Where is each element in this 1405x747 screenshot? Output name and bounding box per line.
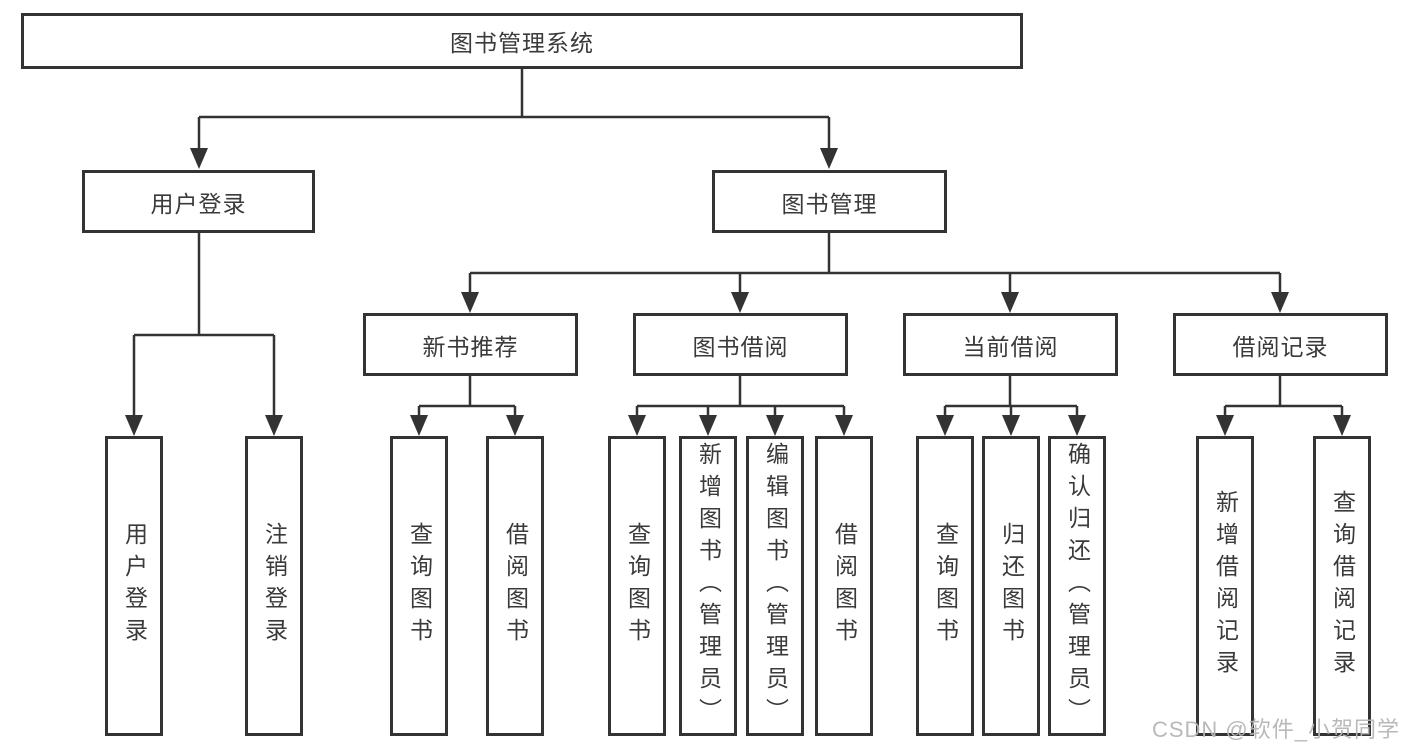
node-current-borrowing-label: 当前借阅 — [962, 333, 1059, 360]
leaf-logout-label: 注销登录 — [261, 522, 288, 650]
node-book-management: 图书管理 — [712, 170, 947, 233]
leaf-borrowing-add-books: 新增图书（管理员） — [679, 436, 737, 736]
leaf-records-query-record: 查询借阅记录 — [1313, 436, 1371, 736]
node-user-login: 用户登录 — [82, 170, 315, 233]
leaf-user-login: 用户登录 — [105, 436, 163, 736]
leaf-records-add-record: 新增借阅记录 — [1196, 436, 1254, 736]
leaf-records-add-record-label: 新增借阅记录 — [1212, 490, 1239, 682]
csdn-watermark: CSDN @软件_小贺同学 — [1151, 717, 1400, 742]
leaf-recommend-query-books-label: 查询图书 — [406, 522, 433, 650]
leaf-current-query-books: 查询图书 — [916, 436, 974, 736]
leaf-recommend-borrow-books-label: 借阅图书 — [502, 522, 529, 650]
leaf-borrowing-edit-books-label: 编辑图书（管理员） — [762, 442, 789, 730]
leaf-current-confirm-return-label: 确认归还（管理员） — [1064, 442, 1091, 730]
leaf-user-login-label: 用户登录 — [121, 522, 148, 650]
leaf-logout: 注销登录 — [245, 436, 303, 736]
leaf-recommend-query-books: 查询图书 — [390, 436, 448, 736]
node-book-borrowing-label: 图书借阅 — [692, 333, 789, 360]
node-book-borrowing: 图书借阅 — [633, 313, 848, 376]
node-user-login-label: 用户登录 — [150, 190, 247, 217]
leaf-borrowing-edit-books: 编辑图书（管理员） — [746, 436, 804, 736]
node-borrowing-records-label: 借阅记录 — [1232, 333, 1329, 360]
leaf-current-confirm-return: 确认归还（管理员） — [1048, 436, 1106, 736]
node-root-label: 图书管理系统 — [450, 30, 594, 56]
node-root: 图书管理系统 — [21, 13, 1023, 69]
node-borrowing-records: 借阅记录 — [1173, 313, 1388, 376]
node-new-book-recommend-label: 新书推荐 — [422, 333, 519, 360]
leaf-borrowing-borrow-books-label: 借阅图书 — [831, 522, 858, 650]
leaf-current-return-books: 归还图书 — [982, 436, 1040, 736]
leaf-borrowing-borrow-books: 借阅图书 — [815, 436, 873, 736]
arrowheads — [125, 148, 1351, 436]
node-book-management-label: 图书管理 — [781, 190, 878, 217]
leaf-borrowing-add-books-label: 新增图书（管理员） — [695, 442, 722, 730]
leaf-borrowing-query-books: 查询图书 — [608, 436, 666, 736]
leaf-records-query-record-label: 查询借阅记录 — [1329, 490, 1356, 682]
leaf-borrowing-query-books-label: 查询图书 — [624, 522, 651, 650]
node-current-borrowing: 当前借阅 — [903, 313, 1118, 376]
leaf-recommend-borrow-books: 借阅图书 — [486, 436, 544, 736]
node-new-book-recommend: 新书推荐 — [363, 313, 578, 376]
leaf-current-query-books-label: 查询图书 — [932, 522, 959, 650]
leaf-current-return-books-label: 归还图书 — [998, 522, 1025, 650]
